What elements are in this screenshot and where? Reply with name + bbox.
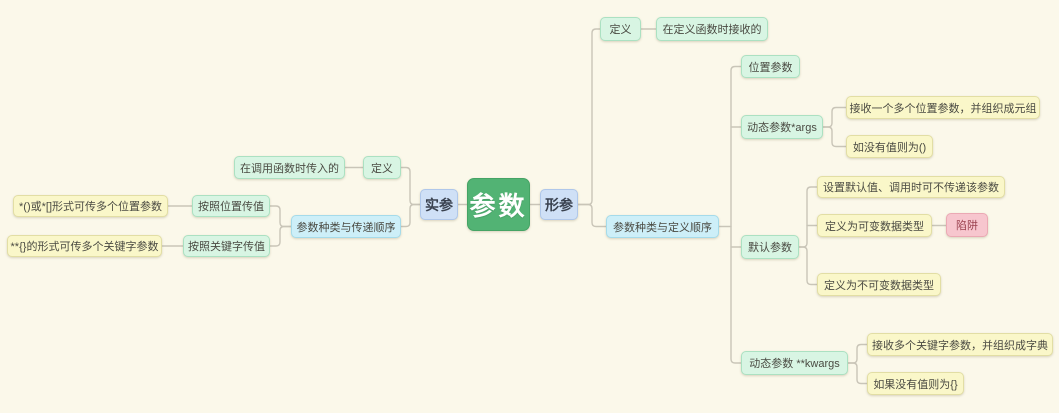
node-kwargs[interactable]: 动态参数 **kwargs [741, 351, 848, 375]
node-actual-definition[interactable]: 定义 [363, 156, 401, 179]
node-kwargs-note-empty[interactable]: 如果没有值则为{} [867, 372, 964, 395]
node-args[interactable]: 动态参数*args [741, 115, 823, 139]
node-formal-params[interactable]: 形参 [540, 189, 578, 220]
node-default-immutable[interactable]: 定义为不可变数据类型 [817, 273, 941, 296]
node-default-mutable[interactable]: 定义为可变数据类型 [817, 214, 932, 237]
node-formal-definition-note[interactable]: 在定义函数时接收的 [656, 17, 768, 41]
node-pass-by-position-note[interactable]: *()或*[]形式可传多个位置参数 [13, 195, 168, 217]
node-pass-by-position[interactable]: 按照位置传值 [192, 195, 270, 217]
node-positional-param[interactable]: 位置参数 [741, 55, 800, 78]
node-actual-params[interactable]: 实参 [420, 189, 458, 220]
node-root-canshu[interactable]: 参数 [467, 178, 530, 231]
node-actual-definition-note[interactable]: 在调用函数时传入的 [234, 156, 345, 179]
node-formal-definition[interactable]: 定义 [600, 17, 641, 41]
node-pass-by-keyword[interactable]: 按照关键字传值 [183, 235, 270, 257]
node-default-note-set[interactable]: 设置默认值、调用时可不传递该参数 [817, 176, 1005, 198]
node-trap-badge[interactable]: 陷阱 [946, 213, 988, 237]
node-formal-order[interactable]: 参数种类与定义顺序 [606, 215, 719, 238]
node-args-note-tuple[interactable]: 接收一个多个位置参数，并组织成元组 [846, 96, 1040, 119]
node-actual-order[interactable]: 参数种类与传递顺序 [291, 215, 401, 238]
node-kwargs-note-dict[interactable]: 接收多个关键字参数，并组织成字典 [867, 333, 1053, 356]
node-pass-by-keyword-note[interactable]: **{}的形式可传多个关键字参数 [7, 235, 162, 257]
node-default-param[interactable]: 默认参数 [741, 235, 799, 259]
node-args-note-empty[interactable]: 如没有值则为() [846, 135, 933, 158]
